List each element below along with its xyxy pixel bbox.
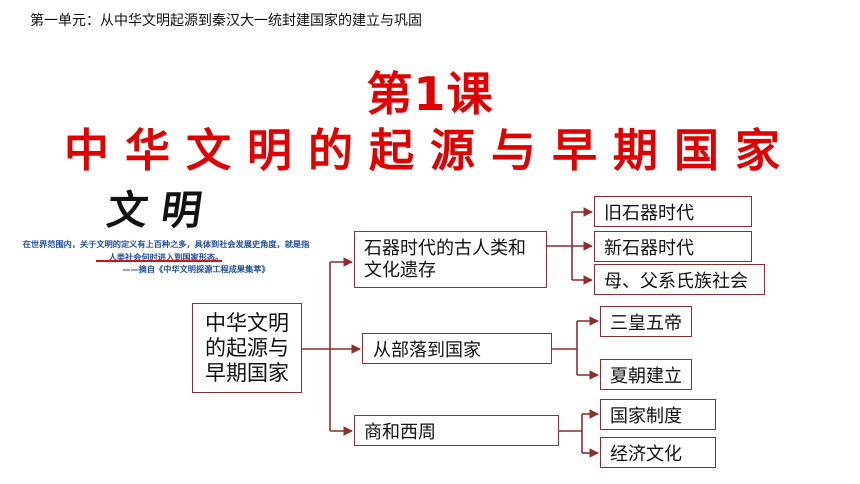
node-clan-society-label: 母、父系氏族社会 [604, 270, 748, 292]
node-economy-culture: 经济文化 [600, 437, 716, 468]
lesson-title: 第1课 [366, 67, 494, 121]
quote-underline [96, 260, 222, 262]
node-branch-tribe-to-state: 从部落到国家 [362, 333, 552, 364]
definition-quote: 在世界范围内，关于文明的定义有上百种之多，具体到社会发展史角度，就是指人类社会何… [20, 238, 312, 276]
connector-branch-3-spine [559, 414, 583, 453]
node-branch-1-line-1: 石器时代的古人类和 [364, 237, 526, 259]
connector-branch-2-spine [552, 321, 578, 375]
lesson-subtitle: 中华文明的起源与早期国家 [63, 124, 796, 177]
node-xia-dynasty-label: 夏朝建立 [610, 365, 682, 387]
quote-source: ——摘自《中华文明探源工程成果集萃》 [122, 264, 270, 274]
quote-text: 在世界范围内，关于文明的定义有上百种之多，具体到社会发展史角度，就是指人类社会何… [22, 239, 310, 262]
node-root-line-2: 的起源与 [205, 335, 289, 360]
connector-root-spine [302, 262, 331, 431]
node-root-line-3: 早期国家 [205, 360, 289, 385]
node-economy-culture-label: 经济文化 [610, 443, 682, 465]
node-clan-society: 母、父系氏族社会 [594, 264, 765, 295]
node-root-line-1: 中华文明 [205, 310, 289, 335]
node-paleolithic: 旧石器时代 [594, 196, 752, 227]
node-state-system-label: 国家制度 [610, 405, 682, 427]
connector-branch-1-spine [547, 212, 573, 280]
node-branch-1-line-2: 文化遗存 [364, 259, 436, 281]
node-paleolithic-label: 旧石器时代 [604, 202, 694, 224]
node-xia-dynasty: 夏朝建立 [600, 359, 692, 390]
node-state-system: 国家制度 [600, 399, 716, 430]
node-branch-stone-age: 石器时代的古人类和 文化遗存 [354, 231, 547, 288]
node-three-sovereigns: 三皇五帝 [600, 306, 692, 337]
node-branch-3-label: 商和西周 [364, 421, 436, 443]
node-branch-shang-zhou: 商和西周 [354, 415, 559, 446]
node-neolithic-label: 新石器时代 [604, 237, 694, 259]
node-branch-2-label: 从部落到国家 [373, 339, 481, 361]
node-root: 中华文明 的起源与 早期国家 [192, 303, 302, 393]
node-three-sovereigns-label: 三皇五帝 [610, 312, 682, 334]
unit-title: 第一单元：从中华文明起源到秦汉大一统封建国家的建立与巩固 [30, 13, 422, 29]
node-neolithic: 新石器时代 [594, 231, 752, 262]
